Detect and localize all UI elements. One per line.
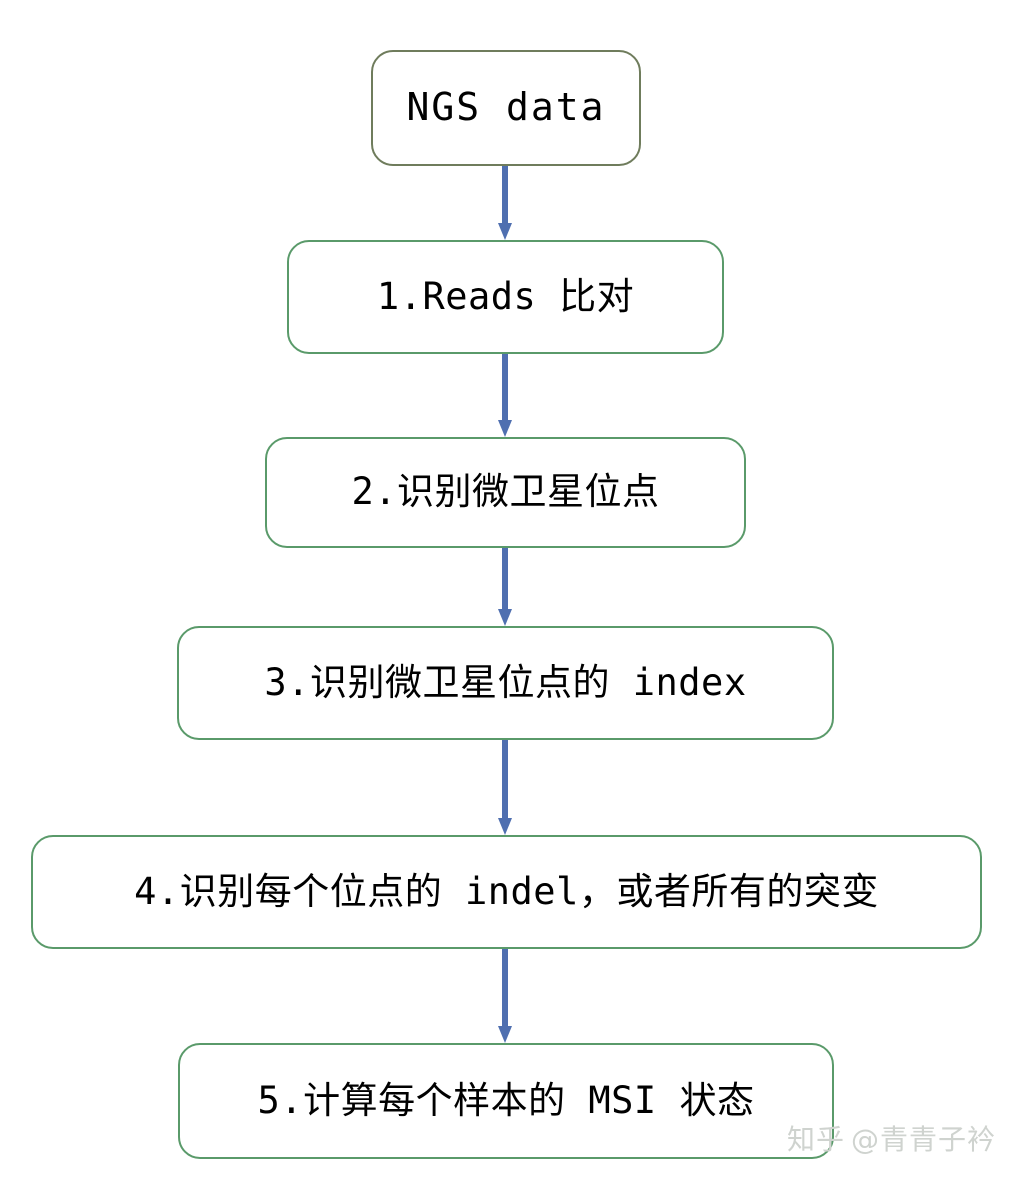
flow-node-step-4-identify-indel-per-locus: 4.识别每个位点的 indel，或者所有的突变 (31, 835, 982, 949)
flow-arrow-n1-to-n2 (498, 166, 512, 240)
flow-node-label: 2.识别微卫星位点 (351, 470, 660, 514)
arrow-shaft (502, 548, 508, 611)
arrow-shaft (502, 166, 508, 225)
flow-arrow-n3-to-n4 (498, 548, 512, 626)
watermark-username: @青青子衿 (850, 1123, 996, 1156)
arrow-shaft (502, 740, 508, 820)
arrow-shaft (502, 949, 508, 1028)
arrow-head-down-icon (498, 420, 512, 437)
flow-node-label: 1.Reads 比对 (376, 274, 635, 318)
flow-arrow-n4-to-n5 (498, 740, 512, 835)
flow-node-label: 5.计算每个样本的 MSI 状态 (257, 1078, 755, 1122)
flow-arrow-n2-to-n3 (498, 354, 512, 437)
arrow-head-down-icon (498, 1026, 512, 1043)
flow-node-step-1-reads-alignment: 1.Reads 比对 (287, 240, 724, 354)
flow-node-step-2-identify-microsatellite-loci: 2.识别微卫星位点 (265, 437, 746, 548)
flow-node-step-5-compute-msi-status: 5.计算每个样本的 MSI 状态 (178, 1043, 834, 1159)
watermark: 知乎 @青青子衿 (787, 1118, 996, 1158)
arrow-head-down-icon (498, 223, 512, 240)
zhihu-logo-text: 知乎 (786, 1123, 845, 1156)
flow-node-ngs-data: NGS data (371, 50, 641, 166)
arrow-head-down-icon (498, 609, 512, 626)
arrow-head-down-icon (498, 818, 512, 835)
flow-node-label: 3.识别微卫星位点的 index (264, 660, 747, 704)
flow-node-step-3-identify-locus-index: 3.识别微卫星位点的 index (177, 626, 834, 740)
flow-arrow-n5-to-n6 (498, 949, 512, 1043)
flow-node-label: NGS data (406, 85, 606, 130)
flow-node-label: 4.识别每个位点的 indel，或者所有的突变 (134, 869, 879, 913)
arrow-shaft (502, 354, 508, 422)
